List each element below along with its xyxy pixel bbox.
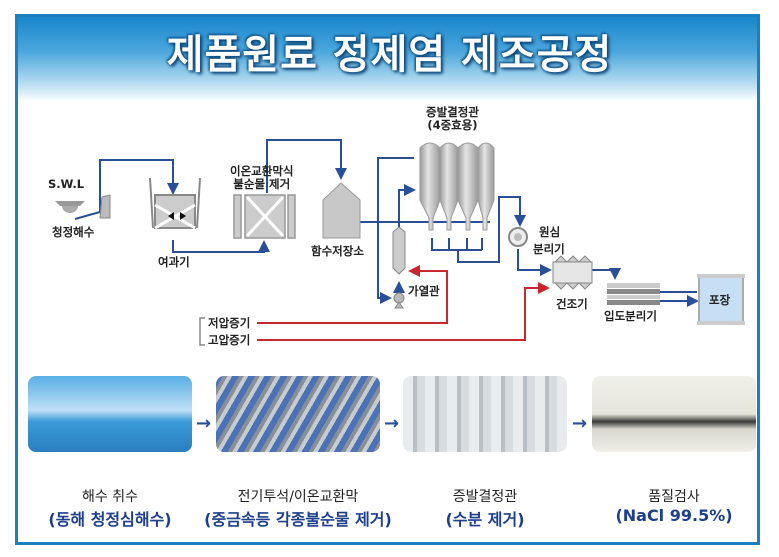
- storage-tank-icon: [322, 182, 361, 239]
- electrodialysis-photo: [216, 376, 380, 452]
- filter-icon: [149, 177, 201, 230]
- process-diagram: [55, 139, 745, 346]
- frame: [15, 14, 760, 545]
- centrifuge-icon: [508, 227, 528, 247]
- evaporator-photo: [403, 376, 567, 452]
- quality-lab-photo: [592, 376, 756, 452]
- intake-icon: [55, 194, 111, 219]
- centrifuge-line1: 원심: [539, 225, 561, 239]
- ion-exchange-icon: [233, 194, 296, 239]
- flow-lines: [74, 139, 697, 301]
- ion-exchange-line1: 이온교환막식: [230, 164, 294, 178]
- intake-label: 청정해수: [52, 225, 95, 239]
- page-title: 제품원료 정제염 제조공정: [166, 32, 613, 78]
- step-detail: (NaCl 99.5%): [615, 506, 733, 525]
- swl-label: S.W.L: [48, 177, 85, 191]
- steam-lines: [257, 265, 550, 341]
- title-banner: [18, 17, 757, 102]
- step-title: 증발결정관: [452, 489, 518, 505]
- centrifuge-label: 원심 분리기: [533, 226, 565, 256]
- heater-label: 가열관: [408, 284, 440, 298]
- packaging-label: 포장: [709, 293, 731, 307]
- step-title: 품질검사: [648, 489, 700, 505]
- evaporator-label: 증발결정관 (4중효용): [426, 106, 479, 132]
- dryer-icon: [552, 255, 593, 290]
- step-title: 전기투석/이온교환막: [237, 489, 359, 505]
- step-detail: (수분 제거): [445, 510, 525, 529]
- heater-icon: [392, 226, 406, 309]
- centrifuge-line2: 분리기: [533, 242, 565, 256]
- ion-exchange-line2: 불순물 제거: [233, 177, 291, 191]
- dryer-label: 건조기: [556, 297, 588, 311]
- step-title: 해수 취수: [82, 489, 138, 505]
- sizer-icon: [607, 283, 660, 305]
- arrow-right-icon: →: [572, 413, 588, 434]
- arrow-right-icon: →: [196, 413, 212, 434]
- arrow-right-icon: →: [384, 413, 400, 434]
- storage-label: 함수저장소: [311, 244, 364, 258]
- seawater-intake-photo: [28, 376, 192, 452]
- low-steam-label: 저압증기: [208, 316, 251, 330]
- high-steam-label: 고압증기: [208, 333, 251, 347]
- sizer-label: 입도분리기: [604, 309, 657, 323]
- evaporator-line1: 증발결정관: [426, 105, 479, 119]
- packaging-icon: [697, 274, 745, 325]
- step-detail: (중금속등 각종불순물 제거): [204, 510, 392, 529]
- evaporator-line2: (4중효용): [427, 118, 478, 132]
- ion-exchange-label: 이온교환막식 불순물 제거: [230, 165, 293, 191]
- step-detail: (동해 청정심해수): [48, 510, 172, 529]
- evaporator-icon: [419, 142, 495, 231]
- filter-label: 여과기: [158, 255, 190, 269]
